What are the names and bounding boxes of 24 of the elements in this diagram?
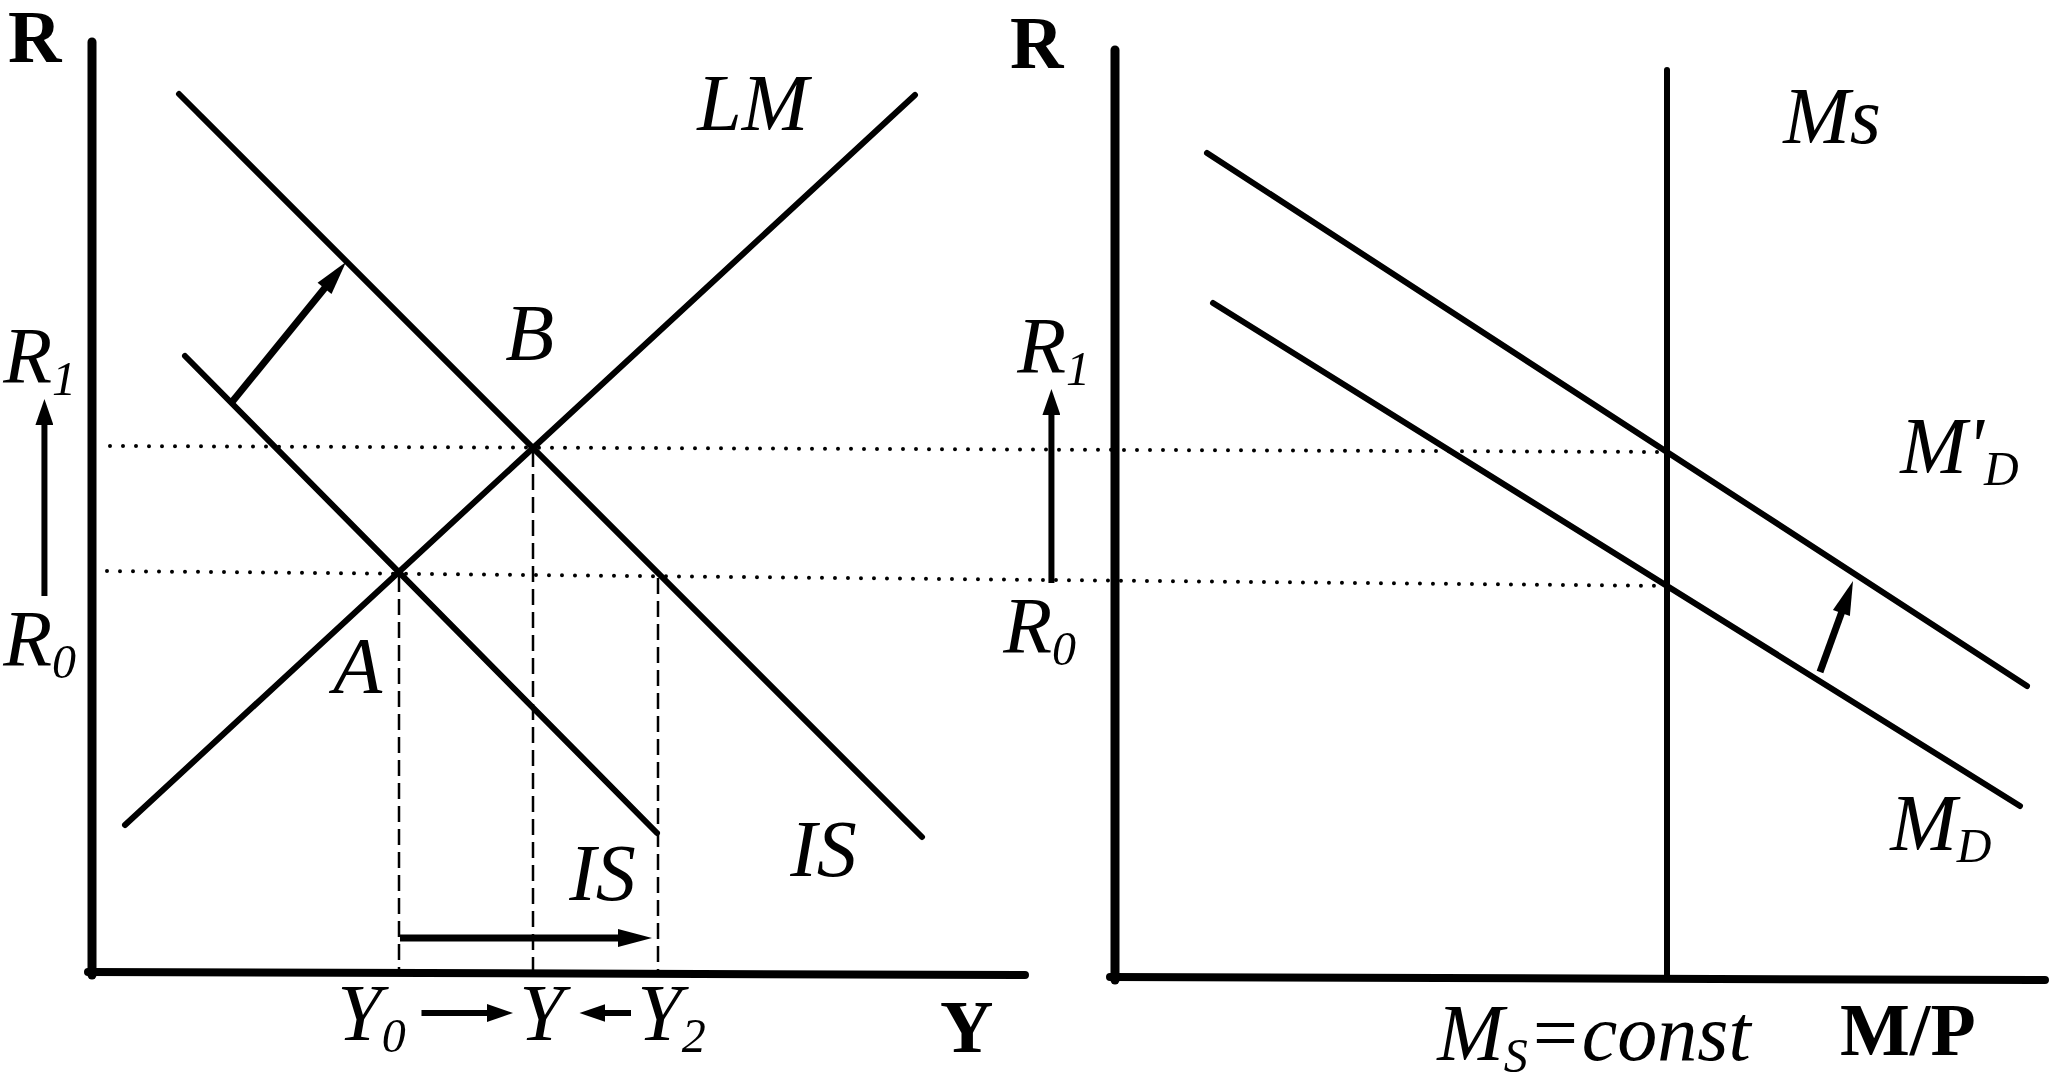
curve-label: IS (789, 809, 858, 889)
point-label: A (330, 626, 395, 706)
point-label: B (504, 293, 556, 373)
value-label: R$_{1}$ (1014, 306, 1103, 386)
arrow (579, 1004, 631, 1022)
axis-label: M/P (1840, 993, 1976, 1067)
value-label: R$_{1}$ (0, 316, 89, 396)
axis-label: R (1010, 6, 1064, 80)
value-label: Y$_{0}$ (334, 973, 419, 1053)
curve-label: M$_{D}$ (1888, 783, 1993, 863)
axis-label: R (8, 0, 62, 74)
arrow (1042, 389, 1061, 583)
value-label: Y (516, 973, 577, 1053)
value-label: R$_{0}$ (1000, 586, 1089, 666)
curve-label: M'$_{D}$ (1898, 406, 2020, 486)
curve-label: LM (694, 63, 822, 143)
value-label: M$_{S}$=const (1435, 993, 1754, 1073)
value-label: Y$_{2}$ (634, 973, 719, 1053)
curve-label: Ms (1781, 76, 1882, 156)
arrow (421, 1004, 513, 1022)
axis-label: Y (940, 990, 994, 1064)
value-label: R$_{0}$ (0, 599, 89, 679)
curve-label: IS (568, 833, 637, 913)
arrow (35, 399, 54, 596)
